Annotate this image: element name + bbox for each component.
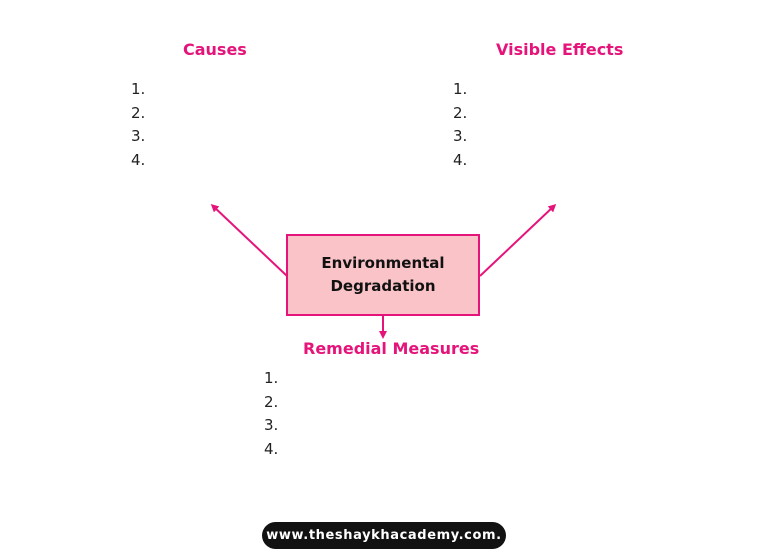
website-footer-pill: www.theshaykhacademy.com. bbox=[262, 522, 506, 549]
list-item: 1. bbox=[264, 369, 279, 387]
list-item: 4. bbox=[453, 150, 468, 169]
arrow-to-effects bbox=[479, 203, 557, 277]
website-url: www.theshaykhacademy.com. bbox=[266, 528, 502, 543]
list-item: 1. bbox=[453, 80, 468, 98]
list-item: 4. bbox=[131, 150, 146, 169]
causes-list: 1. 2. 3. 4. bbox=[131, 78, 145, 172]
arrow-to-causes bbox=[210, 203, 288, 277]
visible-effects-heading: Visible Effects bbox=[496, 40, 624, 59]
remedial-measures-list: 1. 2. 3. 4. bbox=[264, 367, 278, 461]
center-topic-box: Environmental Degradation bbox=[286, 234, 480, 316]
list-item: 1. bbox=[131, 80, 146, 98]
list-item: 3. bbox=[453, 127, 468, 145]
visible-effects-list: 1. 2. 3. 4. bbox=[453, 78, 467, 172]
list-item: 3. bbox=[131, 127, 146, 145]
list-item: 2. bbox=[131, 103, 146, 122]
causes-heading: Causes bbox=[183, 40, 247, 59]
remedial-measures-heading: Remedial Measures bbox=[303, 339, 480, 358]
list-item: 2. bbox=[264, 392, 279, 411]
center-topic-label: Environmental Degradation bbox=[321, 254, 445, 295]
list-item: 3. bbox=[264, 416, 279, 434]
list-item: 2. bbox=[453, 103, 468, 122]
list-item: 4. bbox=[264, 439, 279, 458]
